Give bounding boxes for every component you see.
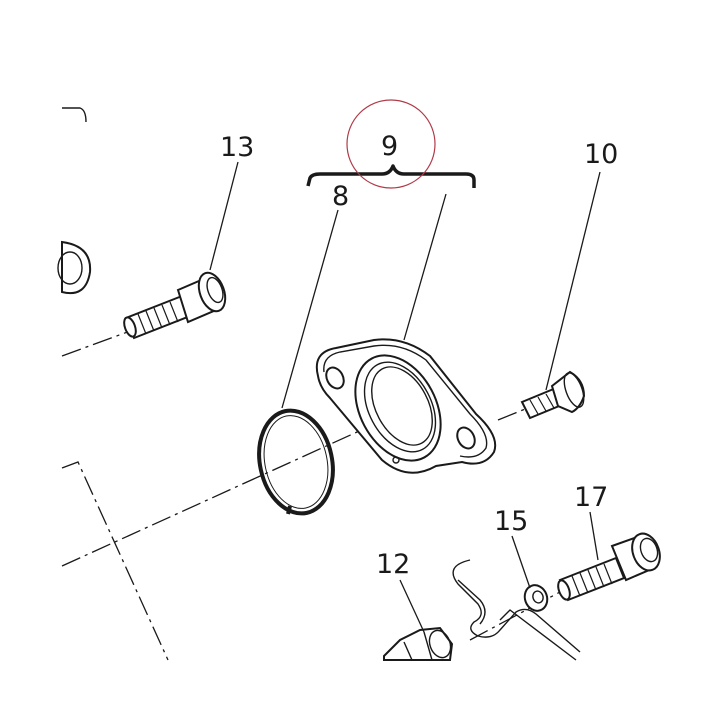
partial-part-top-left	[62, 107, 87, 123]
callout-8: 8	[332, 181, 349, 212]
callout-10: 10	[584, 139, 618, 170]
highlight-circle-icon	[346, 99, 436, 189]
grouping-brace-9	[306, 164, 476, 188]
washer-15	[523, 584, 549, 612]
center-axes	[61, 299, 561, 661]
callout-12: 12	[376, 549, 410, 580]
callout-9: 9	[381, 131, 398, 162]
bracket-partial-bottom-right	[452, 559, 581, 661]
flange-cover-9	[315, 338, 497, 474]
bolt-13	[123, 271, 227, 340]
callout-13: 13	[220, 132, 254, 163]
leader-lines	[209, 161, 601, 633]
partial-washer-left	[57, 240, 92, 294]
o-ring-8	[257, 408, 335, 516]
callout-15: 15	[494, 506, 528, 537]
bolt-17	[557, 532, 661, 602]
callout-17: 17	[574, 482, 608, 513]
screw-10	[520, 370, 586, 420]
nut-12	[383, 626, 454, 661]
